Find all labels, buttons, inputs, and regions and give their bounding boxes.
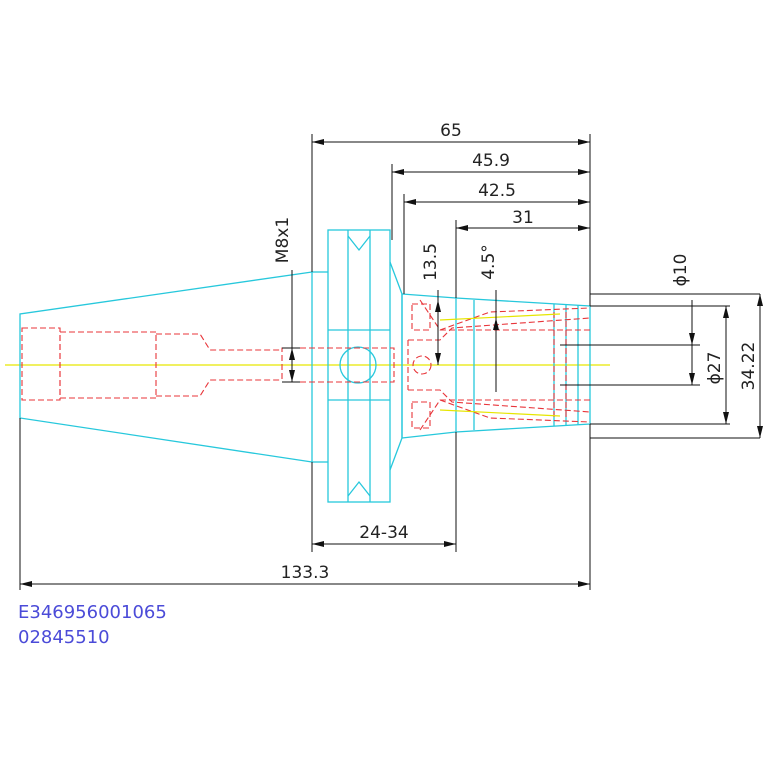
reference-code-2: 02845510 bbox=[18, 627, 110, 648]
dim-phi-10: ϕ10 bbox=[671, 254, 691, 287]
dimension-lines bbox=[19, 134, 763, 590]
dim-angle-4-5: 4.5° bbox=[479, 244, 499, 280]
dim-45-9: 45.9 bbox=[472, 151, 510, 171]
dim-31: 31 bbox=[512, 208, 534, 228]
hidden-lines bbox=[21, 299, 591, 431]
dim-42-5: 42.5 bbox=[478, 181, 516, 201]
dim-133-3: 133.3 bbox=[281, 563, 330, 583]
dim-65: 65 bbox=[440, 121, 462, 141]
dim-m8x1: M8x1 bbox=[273, 217, 293, 263]
dim-34-22: 34.22 bbox=[739, 342, 759, 391]
taper-shank bbox=[19, 271, 313, 463]
dim-13-5: 13.5 bbox=[421, 243, 441, 281]
dim-24-34: 24-34 bbox=[359, 523, 408, 543]
collet-accent-lines bbox=[439, 313, 561, 417]
dim-phi-27: ϕ27 bbox=[705, 352, 725, 385]
holder-outline bbox=[19, 229, 591, 503]
reference-code-1: E346956001065 bbox=[18, 602, 167, 623]
